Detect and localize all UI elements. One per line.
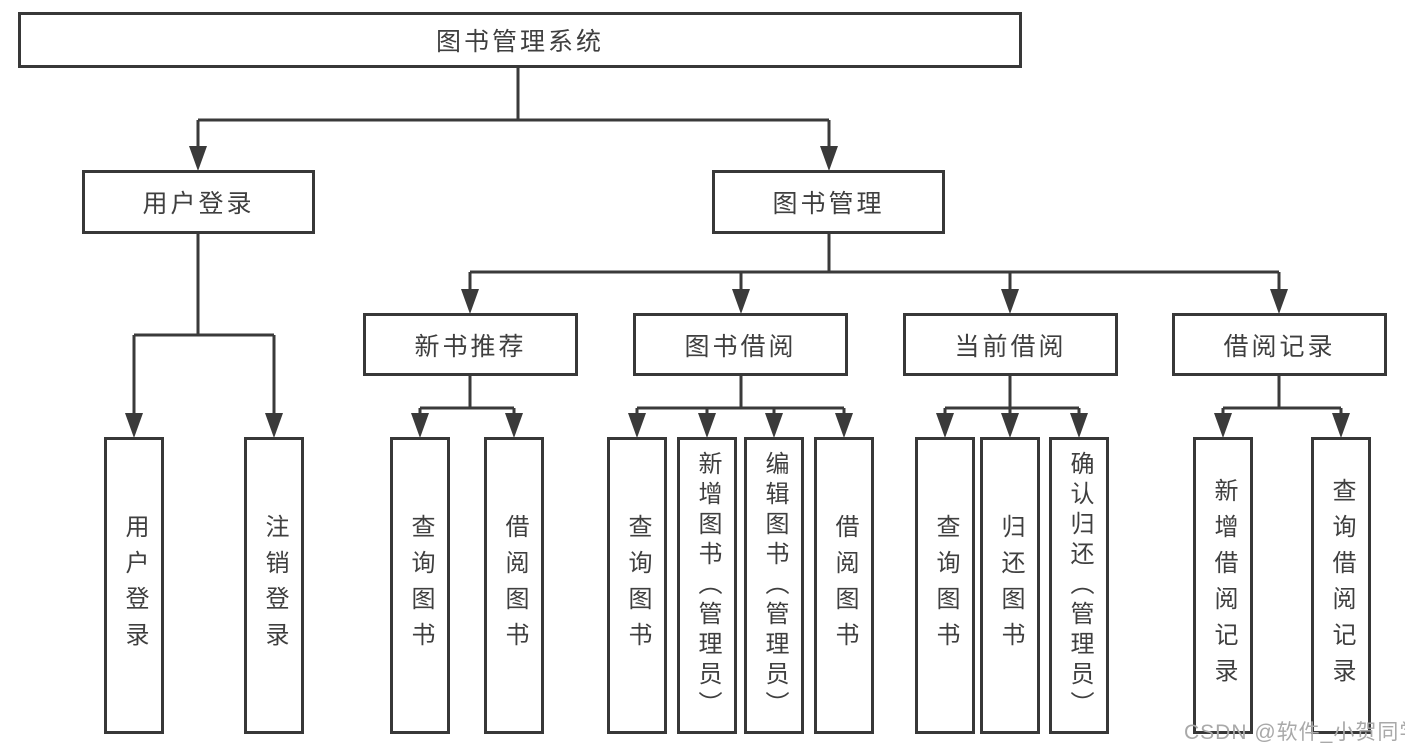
leaf-label: 查询图书 — [624, 513, 651, 658]
node-label: 新书推荐 — [414, 332, 527, 361]
node-new-book-recommend: 新书推荐 — [363, 313, 578, 376]
leaf-edit-book-admin: 编辑图书（管理员） — [744, 437, 804, 734]
node-label: 当前借阅 — [954, 332, 1067, 361]
leaf-borrow-book-recommend: 借阅图书 — [484, 437, 544, 734]
leaf-query-book-recommend: 查询图书 — [390, 437, 450, 734]
leaf-label: 新增图书（管理员） — [694, 450, 721, 721]
leaf-label: 查询图书 — [932, 513, 959, 658]
leaf-label: 借阅图书 — [831, 513, 858, 658]
leaf-label: 归还图书 — [997, 513, 1024, 658]
node-current-borrowing: 当前借阅 — [903, 313, 1118, 376]
node-label: 借阅记录 — [1223, 332, 1336, 361]
node-user-login: 用户登录 — [82, 170, 315, 234]
node-label: 图书借阅 — [684, 332, 797, 361]
leaf-query-borrow-record: 查询借阅记录 — [1311, 437, 1371, 734]
leaf-label: 编辑图书（管理员） — [761, 450, 788, 721]
leaf-add-borrow-record: 新增借阅记录 — [1193, 437, 1253, 734]
leaf-add-book-admin: 新增图书（管理员） — [677, 437, 737, 734]
leaf-label: 用户登录 — [121, 513, 148, 658]
node-borrowing-records: 借阅记录 — [1172, 313, 1387, 376]
leaf-query-book-current: 查询图书 — [915, 437, 975, 734]
leaf-label: 确认归还（管理员） — [1066, 450, 1093, 721]
arrowheads — [125, 146, 1350, 438]
leaf-label: 注销登录 — [261, 513, 288, 658]
node-label: 用户登录 — [142, 190, 255, 218]
node-label: 图书管理 — [772, 190, 885, 218]
leaf-borrow-book-borrowing: 借阅图书 — [814, 437, 874, 734]
leaf-query-book-borrowing: 查询图书 — [607, 437, 667, 734]
node-library-system: 图书管理系统 — [18, 12, 1022, 68]
node-label: 图书管理系统 — [435, 28, 604, 56]
node-book-management: 图书管理 — [712, 170, 945, 234]
node-book-borrowing: 图书借阅 — [633, 313, 848, 376]
leaf-label: 借阅图书 — [501, 513, 528, 658]
leaf-label: 新增借阅记录 — [1210, 477, 1237, 694]
leaf-user-login: 用户登录 — [104, 437, 164, 734]
leaf-return-book: 归还图书 — [980, 437, 1040, 734]
csdn-watermark: CSDN @软件_小贺同学 — [1184, 721, 1405, 744]
leaf-label: 查询借阅记录 — [1328, 477, 1355, 694]
leaf-logout: 注销登录 — [244, 437, 304, 734]
leaf-confirm-return-admin: 确认归还（管理员） — [1049, 437, 1109, 734]
leaf-label: 查询图书 — [407, 513, 434, 658]
